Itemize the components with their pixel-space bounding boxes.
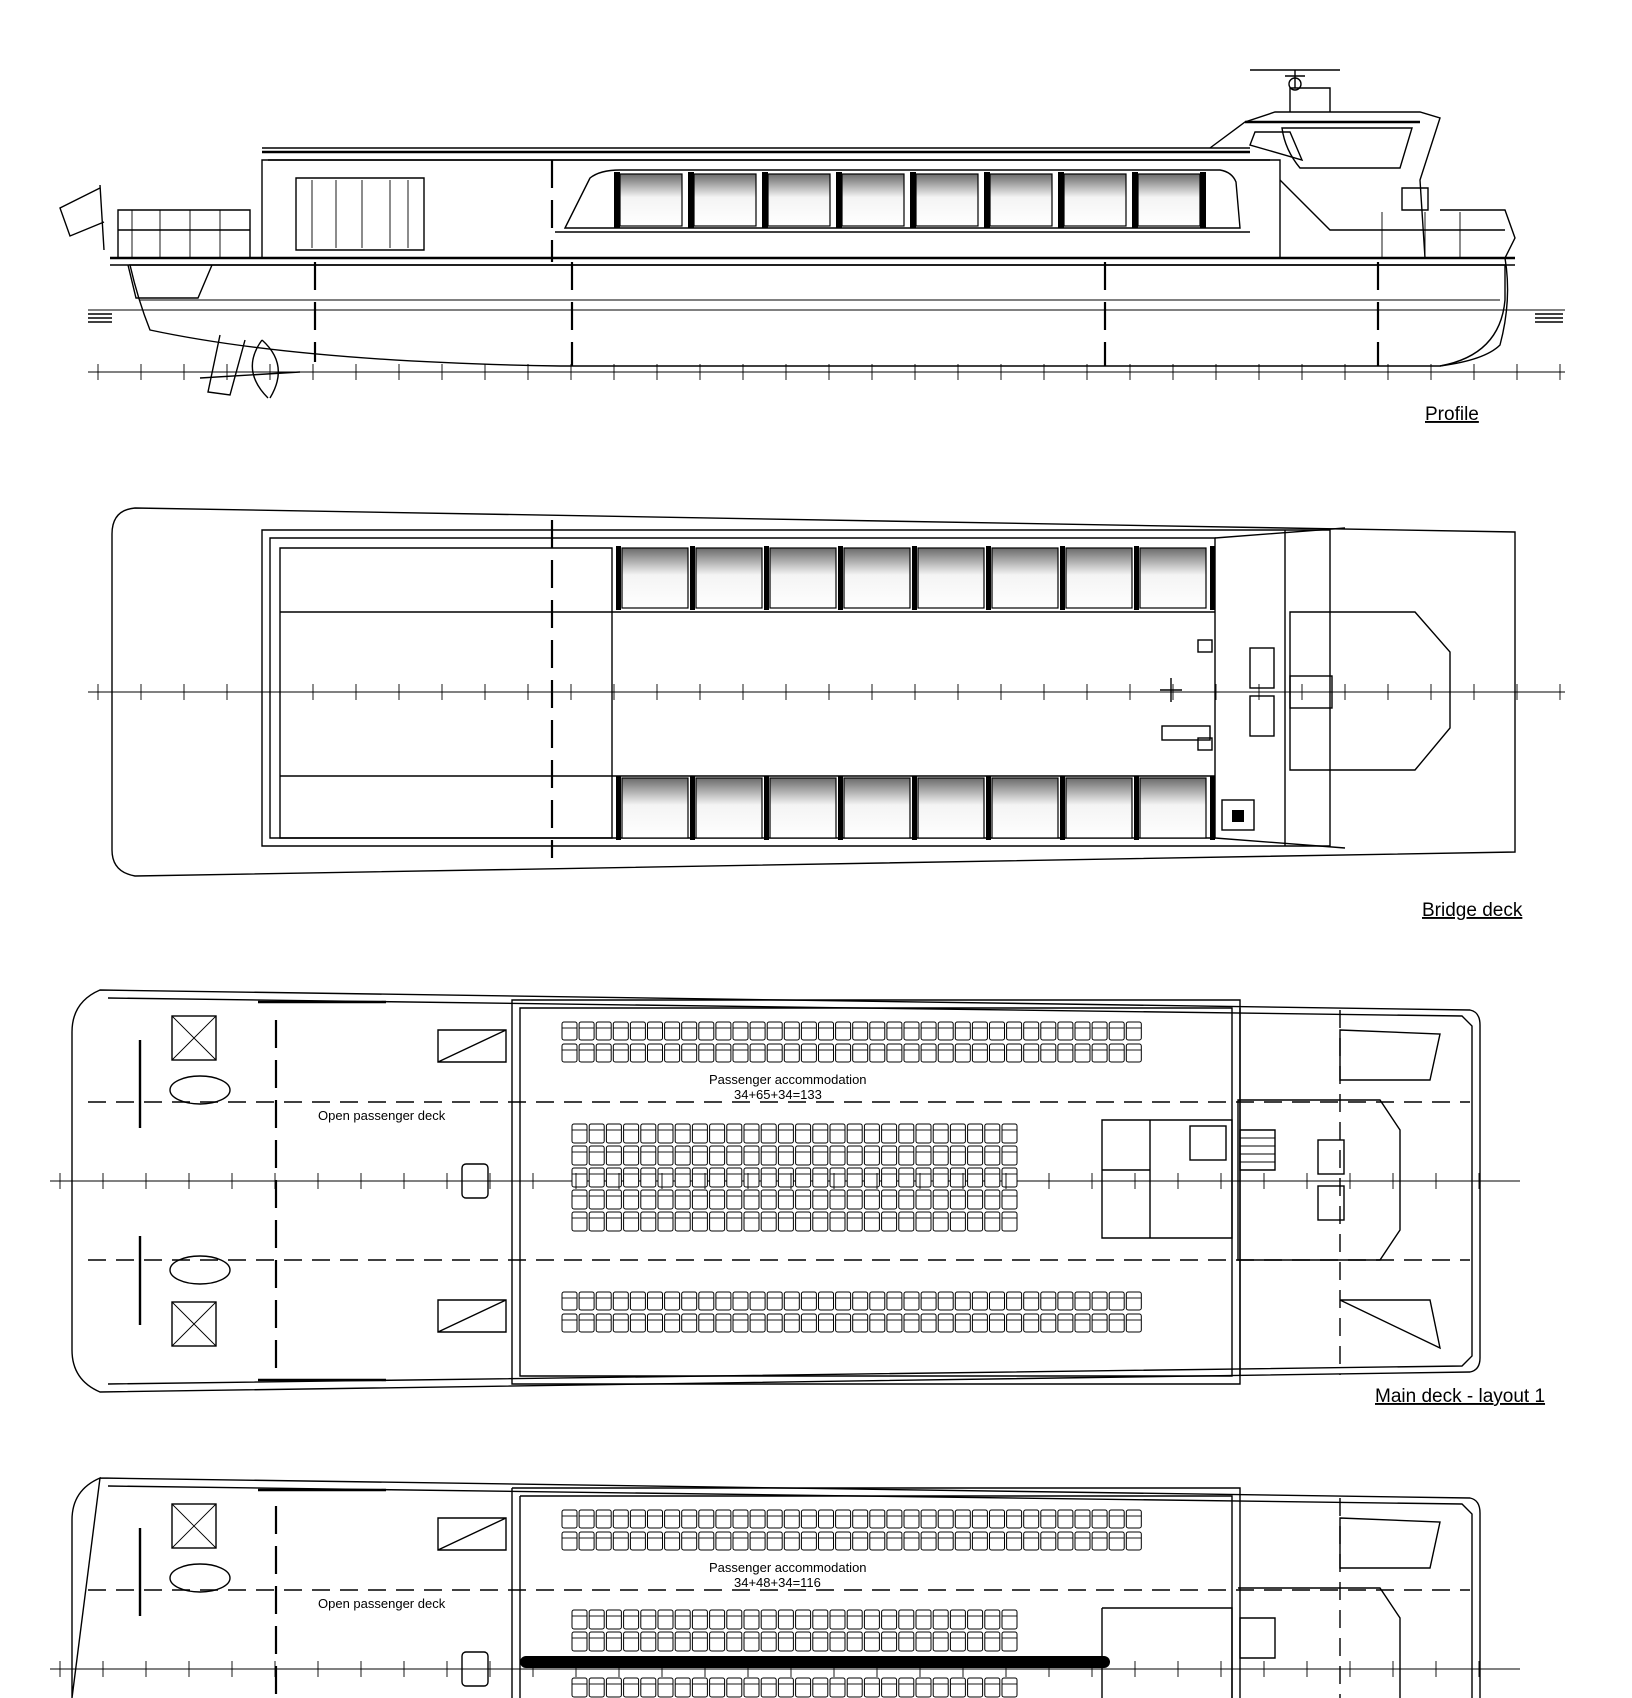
- main-deck-layout-1-view: Open passenger deck Passenger accommodat…: [50, 989, 1545, 1407]
- main-deck-layout-1-label: Main deck - layout 1: [1375, 1386, 1545, 1407]
- capacity-label-2: 34+48+34=116: [734, 1575, 821, 1590]
- open-deck-label-2: Open passenger deck: [318, 1596, 446, 1611]
- profile-label: Profile: [1425, 404, 1479, 425]
- main-deck-layout-2-view: Open passenger deck Passenger accommodat…: [50, 1476, 1520, 1698]
- capacity-label-1: 34+65+34=133: [734, 1087, 822, 1102]
- bridge-deck-label: Bridge deck: [1422, 900, 1523, 921]
- profile-view: Profile: [59, 69, 1565, 425]
- open-deck-label-1: Open passenger deck: [318, 1108, 446, 1123]
- accommodation-label-1: Passenger accommodation: [709, 1072, 867, 1087]
- bridge-deck-view: Bridge deck: [88, 507, 1565, 921]
- accommodation-label-2: Passenger accommodation: [709, 1560, 867, 1575]
